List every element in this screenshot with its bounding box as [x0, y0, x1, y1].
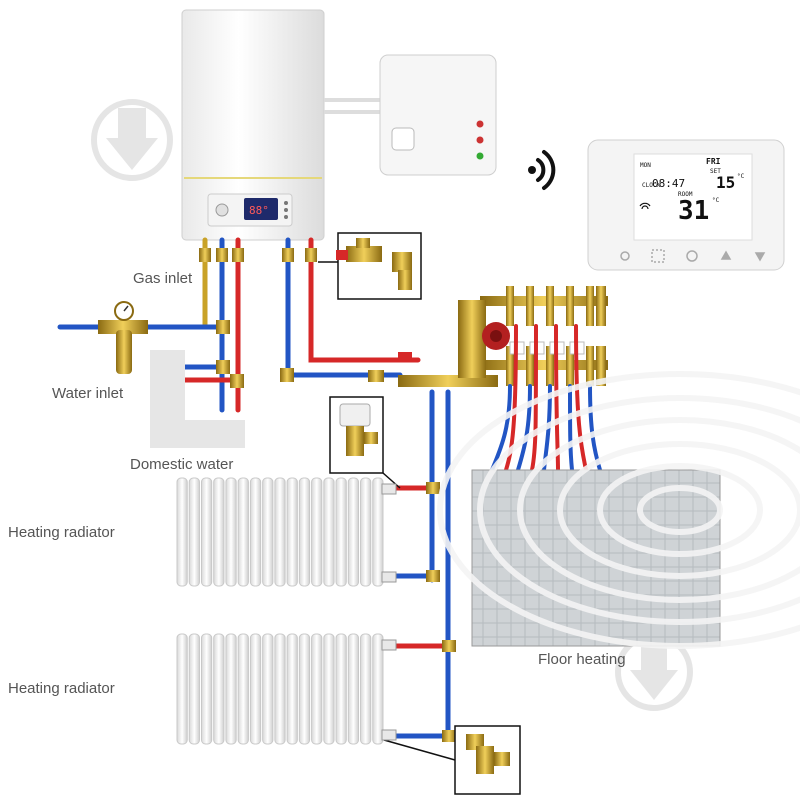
manifold	[398, 286, 608, 387]
thermostat-mode: MON	[640, 162, 651, 169]
floor-heating-image	[437, 371, 800, 649]
thermostat-set-value: 15	[716, 173, 735, 192]
radiator-section	[286, 633, 298, 745]
boiler-display	[244, 198, 278, 220]
boiler-display-temperature: 88°	[249, 204, 269, 217]
radiator-section	[372, 477, 384, 587]
radiator-section	[213, 633, 225, 745]
thermostat-room-value: 31	[678, 196, 709, 226]
thermostat-clock-label: CLOCK	[642, 182, 660, 189]
radiator-section	[335, 477, 347, 587]
radiator-section	[225, 477, 237, 587]
domestic-water-label: Domestic water	[130, 456, 234, 473]
radiator-section	[311, 633, 323, 745]
thermostat-set-unit: °C	[737, 173, 745, 180]
wireless-receiver	[379, 54, 497, 176]
radiator-section	[372, 633, 384, 745]
radiator-section	[335, 633, 347, 745]
thermostat-day: FRI	[706, 157, 721, 166]
radiator-section	[237, 633, 249, 745]
radiator-section	[360, 477, 372, 587]
radiator-section	[188, 477, 200, 587]
floor-heating-label: Floor heating	[538, 651, 626, 668]
radiator-section	[262, 477, 274, 587]
thermostatic-valve-callout	[329, 396, 401, 489]
radiator-section	[225, 633, 237, 745]
radiator	[176, 477, 397, 587]
circulation-pump	[482, 322, 510, 350]
radiator-section	[262, 633, 274, 745]
radiator-section	[347, 477, 360, 587]
radiator-section	[286, 477, 298, 587]
thermostat-clock: 08:47	[652, 177, 685, 190]
heating-radiator-top-label: Heating radiator	[8, 524, 115, 541]
radiator-section	[188, 633, 200, 745]
valve-callout-top	[336, 232, 422, 300]
pressure-reducing-valve	[98, 301, 148, 374]
radiator-section	[176, 477, 188, 587]
thermostat: MON FRI SET 15 °C CLOCK 08:47 ROOM 31 °C	[587, 139, 785, 271]
water-inlet-label: Water inlet	[52, 385, 124, 402]
watermark-icon	[91, 99, 173, 181]
radiator-section	[298, 633, 311, 745]
boiler: 88°	[181, 9, 325, 241]
radiator	[176, 633, 397, 745]
radiator-section	[360, 633, 372, 745]
lockshield-valve-callout	[383, 725, 521, 795]
radiator-section	[323, 477, 335, 587]
radiator-section	[298, 477, 311, 587]
radiator-section	[274, 633, 286, 745]
domestic-water-bracket	[150, 350, 245, 448]
radiator-section	[274, 477, 286, 587]
thermostat-buttons	[620, 249, 766, 263]
thermostat-room-unit: °C	[712, 197, 720, 204]
heating-radiator-bottom-label: Heating radiator	[8, 680, 115, 697]
radiator-section	[249, 477, 262, 587]
wifi-signal-icon	[528, 150, 556, 190]
radiator-section	[213, 477, 225, 587]
radiator-section	[200, 477, 213, 587]
radiator-section	[176, 633, 188, 745]
gas-inlet-label: Gas inlet	[133, 270, 193, 287]
thermostat-room-label: ROOM	[678, 191, 693, 198]
thermostat-wifi-icon	[639, 202, 651, 210]
manifold-outlets	[506, 286, 606, 386]
radiator-section	[200, 633, 213, 745]
pipe-fittings	[199, 248, 456, 742]
radiator-section	[237, 477, 249, 587]
radiator-section	[311, 477, 323, 587]
radiator-section	[249, 633, 262, 745]
radiator-section	[323, 633, 335, 745]
radiator-section	[347, 633, 360, 745]
thermostat-set-label: SET	[710, 168, 721, 175]
